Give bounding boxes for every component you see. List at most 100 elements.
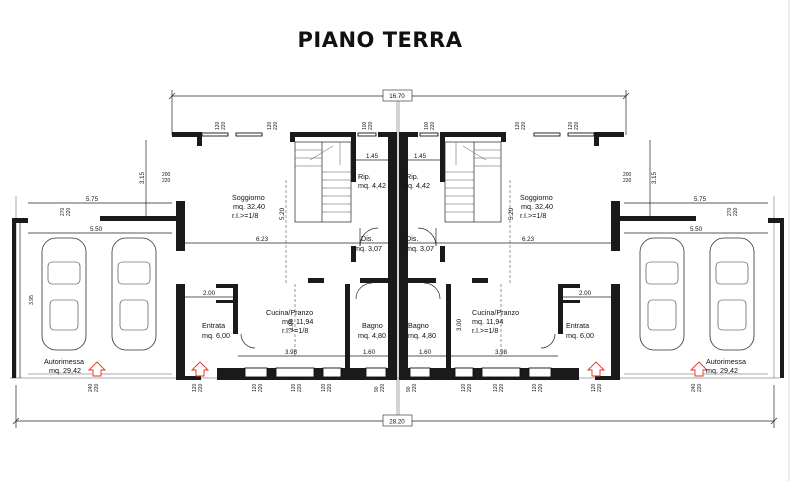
- room-bagno-right: Bagno mq. 4,80: [408, 321, 436, 340]
- dim-145-left: 1.45: [366, 153, 379, 160]
- dim-398-right: 3.98: [495, 349, 508, 356]
- dim-300-right: 3.00: [456, 318, 463, 331]
- svg-text:100: 100: [362, 121, 368, 130]
- room-dis-right: Dis. mq. 3,07: [406, 234, 434, 253]
- svg-text:220: 220: [733, 207, 739, 216]
- svg-text:220: 220: [412, 383, 418, 392]
- room-bagno-left: Bagno mq. 4,80: [358, 321, 386, 340]
- dim-top-total: 16.70: [389, 93, 405, 100]
- svg-text:270: 270: [727, 207, 733, 216]
- svg-text:220: 220: [273, 121, 279, 130]
- svg-text:Bagno: Bagno: [362, 321, 383, 330]
- room-entrata-left: Entrata mq. 6,00: [202, 321, 230, 340]
- dim-398-left: 3.98: [285, 349, 298, 356]
- dim-200-left: 2.00: [203, 290, 216, 297]
- svg-text:220: 220: [499, 383, 505, 392]
- svg-text:Bagno: Bagno: [408, 321, 429, 330]
- svg-text:120: 120: [532, 383, 538, 392]
- svg-text:220: 220: [380, 383, 386, 392]
- svg-text:120: 120: [192, 383, 198, 392]
- dim-145-right: 1.45: [414, 153, 427, 160]
- dim-575-right: 5.75: [694, 196, 707, 203]
- svg-text:120: 120: [215, 121, 221, 130]
- svg-text:240: 240: [88, 383, 94, 392]
- svg-text:r.I.>=1/8: r.I.>=1/8: [282, 326, 308, 335]
- svg-text:220: 220: [597, 383, 603, 392]
- svg-text:220: 220: [521, 121, 527, 130]
- room-soggiorno-right: Soggiorno mq. 32,40 r.I.>=1/8: [520, 193, 553, 220]
- svg-text:Dis.: Dis.: [361, 234, 373, 243]
- svg-text:120: 120: [267, 121, 273, 130]
- dim-520-left: 5.20: [279, 207, 286, 220]
- dim-520-right: 5.20: [508, 207, 515, 220]
- svg-text:120: 120: [591, 383, 597, 392]
- svg-text:r.I.>=1/8: r.I.>=1/8: [232, 211, 258, 220]
- left-garage-cars: [41, 237, 157, 351]
- entry-arrow-icon: [190, 361, 210, 377]
- svg-text:120: 120: [515, 121, 521, 130]
- window-labels: 120 220 120 220 100 220 100 220 120 220 …: [60, 121, 739, 392]
- svg-text:mq. 3,07: mq. 3,07: [406, 244, 434, 253]
- dim-315-left: 3.15: [139, 171, 146, 184]
- dim-315-right: 3.15: [651, 171, 658, 184]
- svg-text:mq. 3,07: mq. 3,07: [354, 244, 382, 253]
- svg-text:220: 220: [162, 178, 171, 184]
- window: [357, 132, 377, 137]
- svg-text:200: 200: [623, 172, 632, 178]
- room-autorimessa-right: Autorimessa mq. 29,42: [706, 357, 746, 375]
- room-rip-left: Rip. mq. 4,42: [358, 172, 386, 190]
- window: [244, 367, 268, 378]
- svg-text:220: 220: [94, 383, 100, 392]
- svg-text:270: 270: [60, 207, 66, 216]
- dim-left-height: 3.95: [29, 295, 35, 305]
- page-title: PIANO TERRA: [297, 28, 463, 52]
- svg-text:mq. 11,94: mq. 11,94: [282, 317, 313, 326]
- svg-text:220: 220: [297, 383, 303, 392]
- svg-text:100: 100: [424, 121, 430, 130]
- svg-text:90: 90: [374, 386, 380, 392]
- svg-text:120: 120: [252, 383, 258, 392]
- dim-200-right: 2.00: [579, 290, 592, 297]
- svg-text:mq. 11,94: mq. 11,94: [472, 317, 503, 326]
- svg-text:220: 220: [467, 383, 473, 392]
- svg-text:220: 220: [368, 121, 374, 130]
- room-cucina-left: Cucina/Pranzo mq. 11,94 r.I.>=1/8: [266, 308, 313, 335]
- room-dis-left: Dis. mq. 3,07: [354, 234, 382, 253]
- svg-text:Rip.: Rip.: [358, 172, 371, 181]
- top-dimension: 16.70: [168, 89, 630, 135]
- svg-text:Entrata: Entrata: [202, 321, 225, 330]
- svg-text:Dis.: Dis.: [406, 234, 418, 243]
- dim-550-right: 5.50: [690, 226, 703, 233]
- svg-text:mq. 32,40: mq. 32,40: [233, 202, 265, 211]
- svg-text:220: 220: [623, 178, 632, 184]
- svg-text:220: 220: [66, 207, 72, 216]
- svg-text:Cucina/Pranzo: Cucina/Pranzo: [266, 308, 313, 317]
- dim-160-left: 1.60: [363, 349, 376, 356]
- svg-text:120: 120: [321, 383, 327, 392]
- bottom-dimension: 28.20: [12, 385, 778, 428]
- room-cucina-right: Cucina/Pranzo mq. 11,94 r.I.>=1/8: [472, 308, 519, 335]
- svg-text:mq. 32,40: mq. 32,40: [521, 202, 553, 211]
- svg-text:mq. 4,80: mq. 4,80: [358, 331, 386, 340]
- room-entrata-right: Entrata mq. 6,00: [566, 321, 594, 340]
- svg-text:mq. 29,42: mq. 29,42: [706, 366, 738, 375]
- svg-text:Autorimessa: Autorimessa: [706, 357, 746, 366]
- dim-623-right: 6.23: [522, 236, 535, 243]
- svg-text:220: 220: [430, 121, 436, 130]
- svg-text:mq. 6,00: mq. 6,00: [566, 331, 594, 340]
- dim-bottom-total: 28.20: [389, 419, 405, 426]
- svg-text:90: 90: [406, 386, 412, 392]
- svg-text:220: 220: [574, 121, 580, 130]
- right-unit-walls: [399, 132, 784, 380]
- window: [235, 132, 263, 137]
- svg-text:220: 220: [258, 383, 264, 392]
- dim-300-left: 3.00: [288, 318, 295, 331]
- svg-text:Soggiorno: Soggiorno: [232, 193, 265, 202]
- left-stairs: [294, 141, 352, 223]
- svg-text:220: 220: [198, 383, 204, 392]
- svg-text:mq. 29,42: mq. 29,42: [49, 366, 81, 375]
- svg-text:Rip.: Rip.: [406, 172, 419, 181]
- svg-text:220: 220: [327, 383, 333, 392]
- svg-text:Entrata: Entrata: [566, 321, 589, 330]
